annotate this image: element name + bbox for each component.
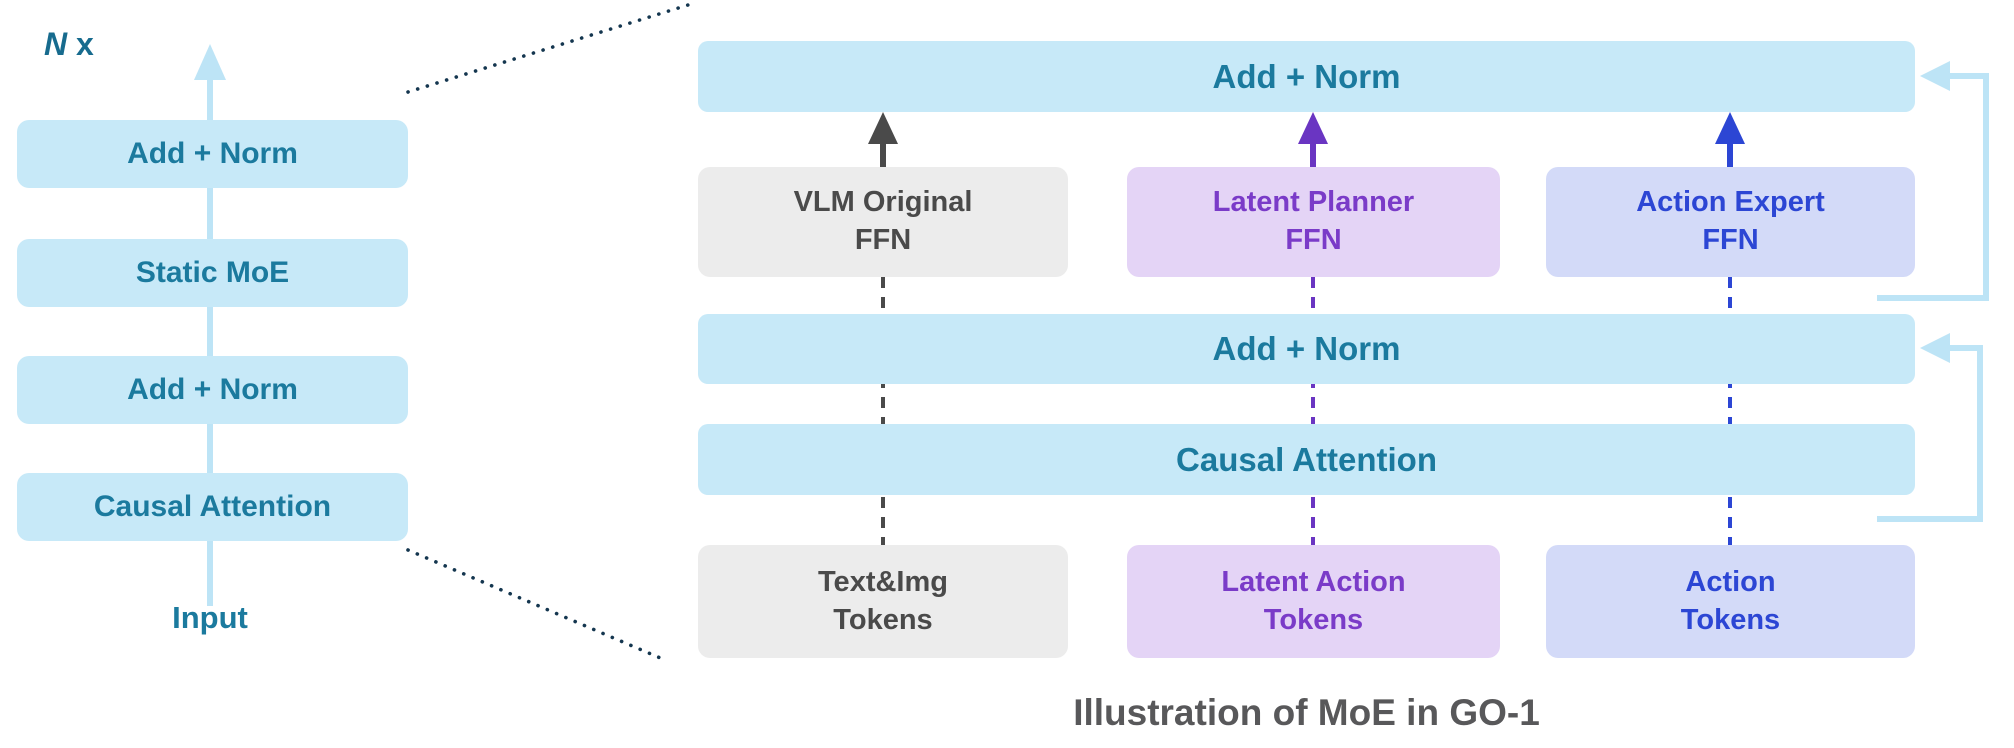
token-label-line1: Text&Img [818,565,948,598]
block-label: Causal Attention [93,490,332,523]
token-label-line1: Action [1685,565,1776,598]
expert-label-line1: Latent Planner [1212,186,1415,219]
mid-add-norm-bar: Add + Norm [698,314,1915,384]
repeat-n: N [44,26,68,62]
token-label: Text&Img Tokens [818,564,948,639]
action-expert-ffn-box: Action Expert FFN [1546,167,1915,277]
expansion-dotted-line-bottom [406,548,667,662]
latent-action-tokens-box: Latent Action Tokens [1127,545,1500,658]
block-label: Add + Norm [127,137,298,170]
block-label: Add + Norm [127,373,298,406]
top-add-norm-bar: Add + Norm [698,41,1915,112]
token-label-line2: Tokens [833,603,933,636]
block-label: Static MoE [135,256,290,289]
text-img-tokens-box: Text&Img Tokens [698,545,1068,658]
expert-label-line2: FFN [1285,224,1342,256]
expert-label: VLM Original FFN [794,184,973,259]
repeat-x: x [76,26,94,62]
left-block-causal-attention: Causal Attention [17,473,408,541]
causal-attention-bar: Causal Attention [698,424,1915,495]
left-block-add-norm-top: Add + Norm [17,120,408,188]
vlm-ffn-output-arrow [868,112,898,167]
repeat-count-label: N x [44,26,94,63]
expansion-dotted-line-top [406,3,690,94]
latent-planner-ffn-box: Latent Planner FFN [1127,167,1500,277]
left-block-static-moe: Static MoE [17,239,408,307]
expert-label: Latent Planner FFN [1213,184,1414,259]
input-label: Input [172,600,248,635]
expert-label-line1: VLM Original [793,186,973,219]
expert-label-line1: Action Expert [1636,186,1825,219]
latent-planner-output-arrow [1298,112,1328,167]
expert-label-line2: FFN [854,224,912,256]
token-label-line2: Tokens [1263,603,1364,636]
token-label: Latent Action Tokens [1221,564,1405,639]
expert-label-line2: FFN [1702,224,1759,256]
left-block-add-norm-bottom: Add + Norm [17,356,408,424]
bar-label: Add + Norm [1212,330,1401,367]
bar-label: Causal Attention [1176,440,1437,478]
bar-label: Add + Norm [1212,57,1401,95]
action-expert-output-arrow [1715,112,1745,167]
token-label-line1: Latent Action [1221,565,1406,598]
vlm-original-ffn-box: VLM Original FFN [698,167,1068,277]
expert-label: Action Expert FFN [1636,184,1825,259]
action-tokens-box: Action Tokens [1546,545,1915,658]
figure-caption: Illustration of MoE in GO-1 [1073,692,1540,733]
token-label: Action Tokens [1681,564,1780,639]
token-label-line2: Tokens [1680,603,1781,636]
